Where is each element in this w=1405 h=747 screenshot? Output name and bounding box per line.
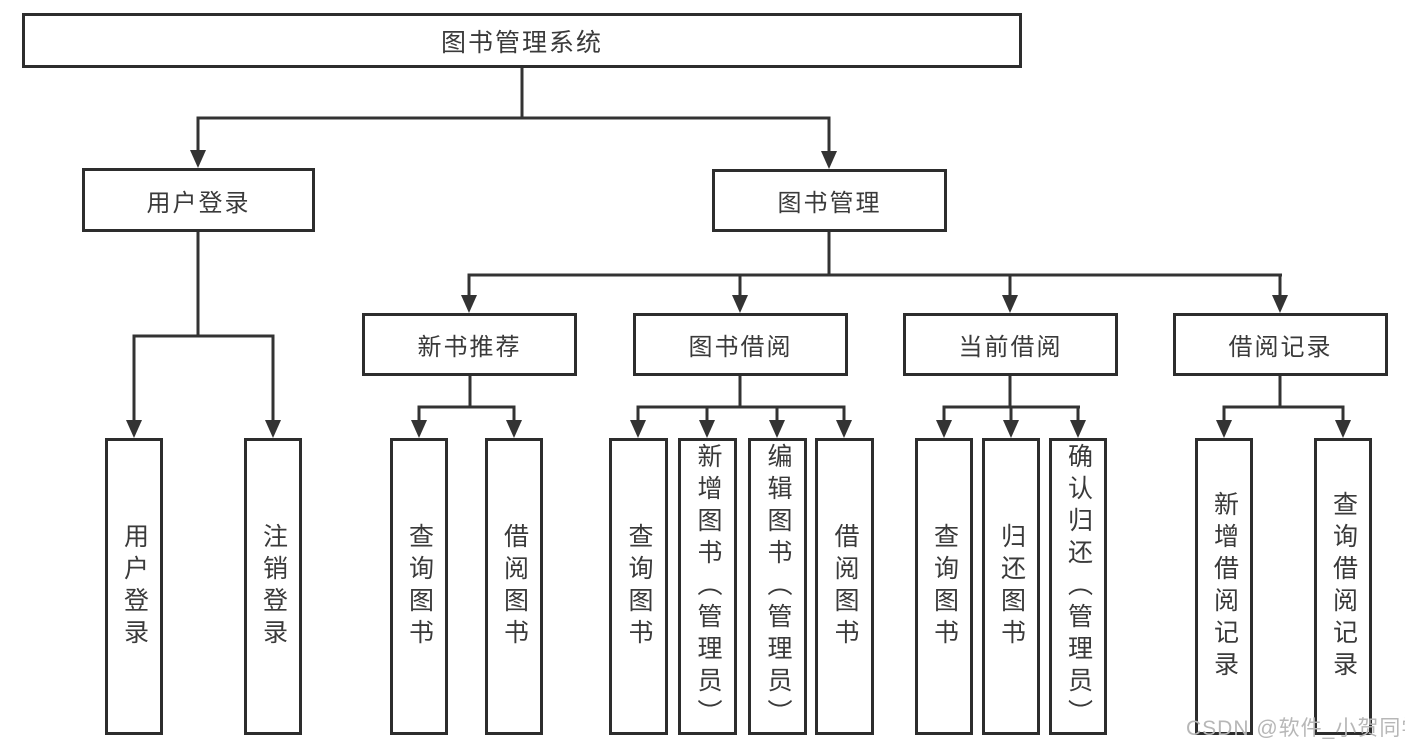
node-new-book-recommend: 新书推荐 (362, 313, 577, 376)
leaf-user-login: 用户登录 (105, 438, 163, 735)
leaf-add-book-admin: 新增图书（管理员） (678, 438, 737, 735)
leaf-query-books-borrow: 查询图书 (609, 438, 668, 735)
node-current-borrow: 当前借阅 (903, 313, 1118, 376)
leaf-borrow-books-recommend: 借阅图书 (485, 438, 543, 735)
leaf-query-books-current: 查询图书 (915, 438, 973, 735)
csdn-watermark: CSDN @软件_小贺同学 (1186, 717, 1405, 740)
leaf-edit-book-admin: 编辑图书（管理员） (748, 438, 807, 735)
node-root-system: 图书管理系统 (22, 13, 1022, 68)
leaf-logout: 注销登录 (244, 438, 302, 735)
leaf-add-borrow-record: 新增借阅记录 (1195, 438, 1253, 735)
node-book-borrow: 图书借阅 (633, 313, 848, 376)
node-book-management: 图书管理 (712, 169, 947, 232)
leaf-query-books-recommend: 查询图书 (390, 438, 448, 735)
node-borrow-records: 借阅记录 (1173, 313, 1388, 376)
leaf-borrow-books: 借阅图书 (815, 438, 874, 735)
leaf-query-borrow-record: 查询借阅记录 (1314, 438, 1372, 735)
node-user-login: 用户登录 (82, 168, 315, 232)
leaf-confirm-return-admin: 确认归还（管理员） (1049, 438, 1107, 735)
leaf-return-book: 归还图书 (982, 438, 1040, 735)
